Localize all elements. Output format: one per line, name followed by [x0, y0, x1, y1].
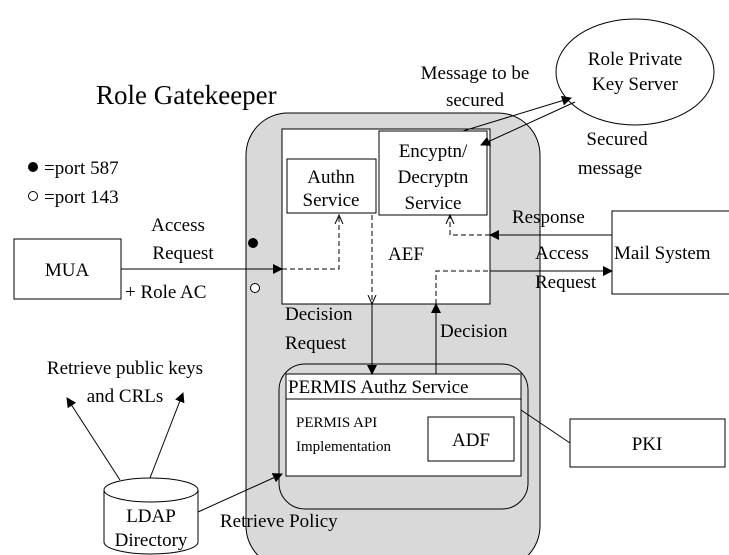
line-permis-to-pki	[520, 409, 571, 444]
label-response: Response	[512, 207, 585, 228]
label-access-request-out-2: Request	[535, 272, 597, 293]
permis-api-line-1: PERMIS API	[296, 415, 377, 431]
arrow-aef-to-crypto	[450, 215, 490, 236]
ldap-line-2: Directory	[115, 530, 188, 551]
label-secured-message-1: Secured	[586, 129, 648, 150]
legend-hollow-dot	[28, 191, 38, 201]
crypto-service-line-1: Encyptn/	[399, 141, 468, 162]
mua-box	[13, 238, 122, 300]
pki-label: PKI	[632, 434, 663, 455]
adf-label: ADF	[452, 430, 490, 451]
authn-service-box	[286, 158, 377, 214]
label-message-to-secure-2: secured	[446, 90, 505, 111]
ldap-directory-cylinder	[103, 477, 199, 555]
arrow-ldap-public-keys	[66, 397, 121, 481]
arrow-aef-to-authn	[282, 215, 339, 270]
role-key-server-line-2: Key Server	[592, 74, 679, 95]
arrow-ldap-crls	[149, 392, 185, 479]
arrow-crypto-to-keyserver	[462, 95, 572, 132]
role-key-server-ellipse	[555, 18, 715, 126]
label-decision-request-1: Decision	[285, 304, 353, 325]
ldap-line-1: LDAP	[126, 506, 176, 527]
label-secured-message-2: message	[578, 158, 642, 179]
port-587-indicator	[248, 238, 258, 248]
label-retrieve-keys-2: and CRLs	[87, 386, 164, 407]
gatekeeper-title: Role Gatekeeper	[96, 80, 277, 110]
permis-container	[278, 363, 529, 510]
label-decision-request-2: Request	[285, 333, 347, 354]
arrow-ldap-to-permis	[197, 473, 283, 513]
permis-authz-service-label: PERMIS Authz Service	[288, 377, 469, 398]
arrow-decision-internal	[435, 270, 490, 304]
adf-box	[427, 416, 515, 462]
label-message-to-secure-1: Message to be	[421, 63, 530, 84]
mail-system-box	[611, 210, 729, 295]
label-access-request-in-1: Access	[151, 215, 205, 236]
label-access-request-in-2: Request	[152, 243, 214, 264]
pki-box	[569, 418, 726, 468]
aef-label: AEF	[388, 244, 424, 265]
mua-label: MUA	[45, 260, 90, 281]
legend-filled-dot	[28, 162, 38, 172]
port-143-indicator	[250, 283, 260, 293]
arrow-keyserver-to-crypto	[480, 101, 576, 146]
label-decision: Decision	[440, 321, 508, 342]
legend-filled-label: =port 587	[44, 158, 119, 179]
legend-hollow-label: =port 143	[44, 187, 119, 208]
label-role-ac: + Role AC	[125, 282, 206, 303]
label-retrieve-keys-1: Retrieve public keys	[47, 358, 203, 379]
crypto-service-line-2: Decryptn	[398, 167, 469, 188]
mail-system-label: Mail System	[614, 243, 711, 264]
role-key-server-line-1: Role Private	[588, 49, 682, 70]
label-retrieve-policy: Retrieve Policy	[220, 511, 338, 532]
permis-api-line-2: Implementation	[296, 439, 391, 455]
authn-service-line-2: Service	[303, 190, 360, 211]
authn-service-line-1: Authn	[307, 167, 355, 188]
crypto-service-box	[378, 130, 488, 216]
crypto-service-line-3: Service	[405, 193, 462, 214]
label-access-request-out-1: Access	[535, 243, 589, 264]
